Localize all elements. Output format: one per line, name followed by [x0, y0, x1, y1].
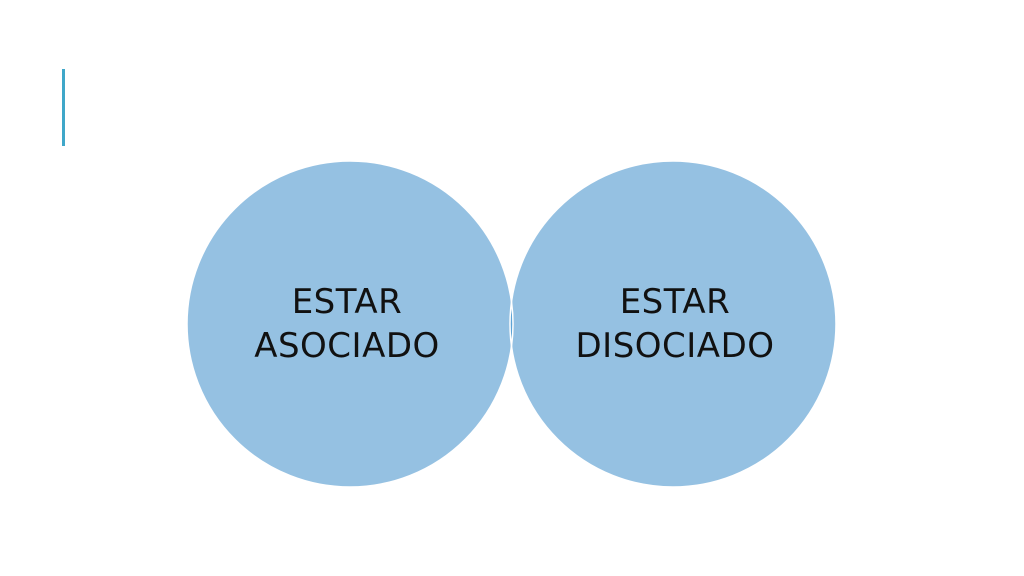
venn-circle-right: [510, 161, 836, 487]
accent-bar: [62, 69, 65, 146]
venn-label-left-line2: ASOCIADO: [254, 326, 440, 366]
venn-label-left: ESTAR ASOCIADO: [227, 280, 467, 368]
venn-label-left-line1: ESTAR: [291, 282, 403, 322]
venn-label-right: ESTAR DISOCIADO: [555, 280, 795, 368]
venn-label-right-line1: ESTAR: [619, 282, 731, 322]
venn-outline-left: [186, 160, 514, 488]
venn-label-right-line2: DISOCIADO: [575, 326, 775, 366]
venn-circle-left: [187, 161, 513, 487]
venn-outline-right: [509, 160, 837, 488]
